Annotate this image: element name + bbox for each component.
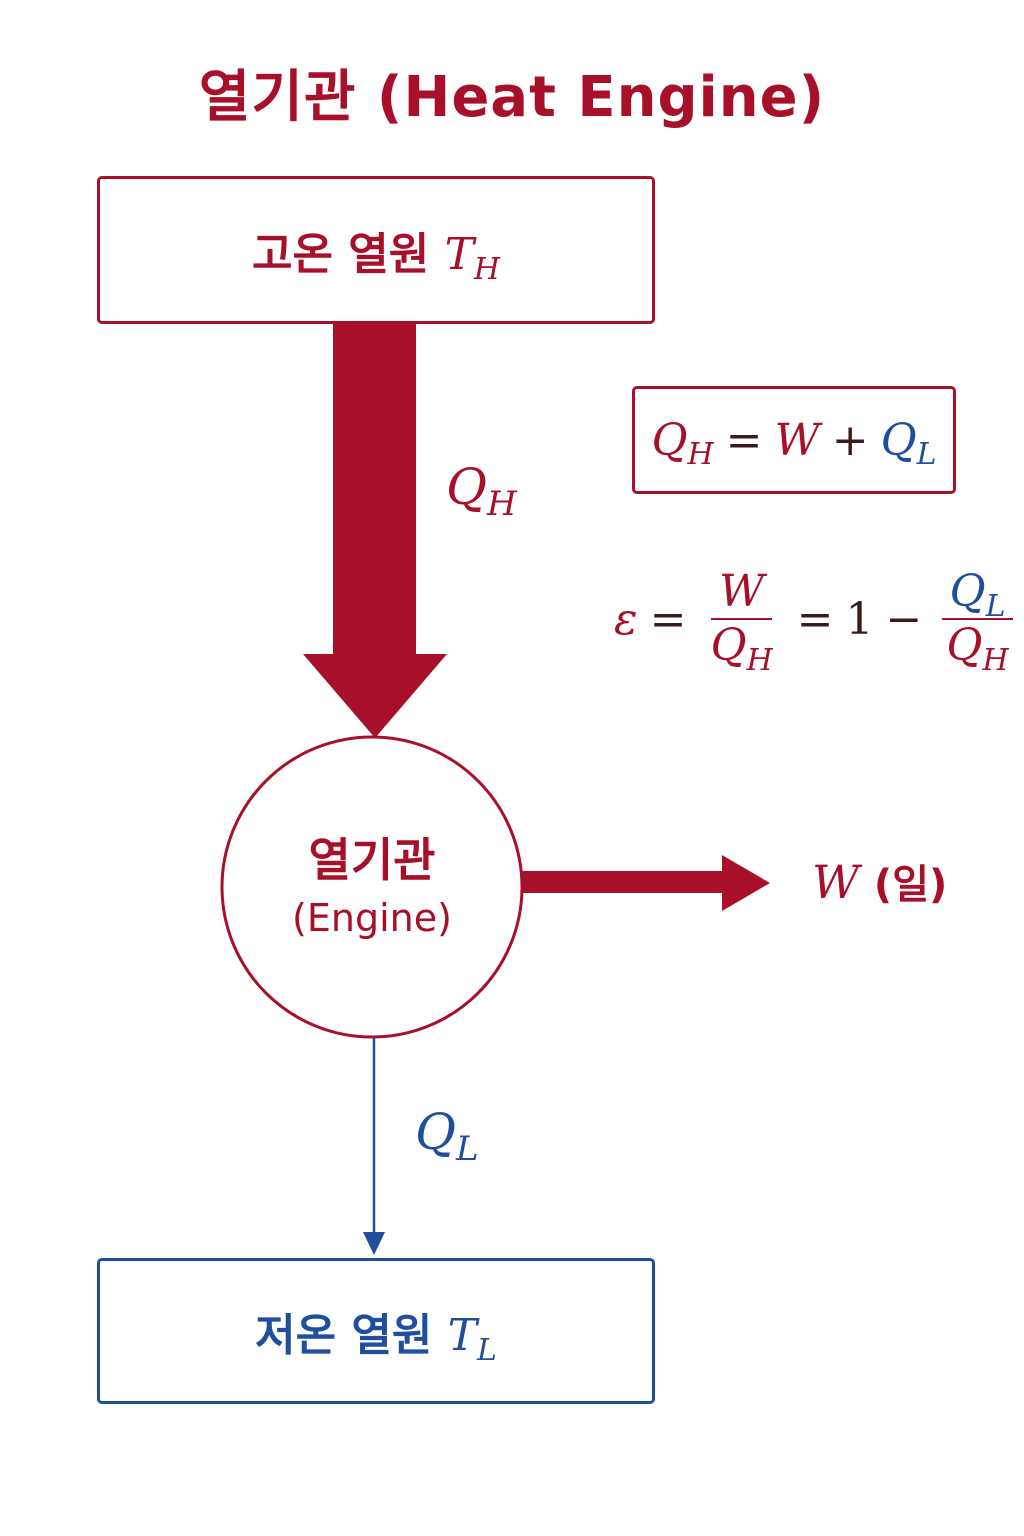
heat-out-arrow	[363, 1037, 385, 1255]
work-label-ko: (일)	[873, 862, 948, 908]
work-label: W (일)	[812, 852, 947, 910]
energy-balance-equation: QH = W + QL	[632, 386, 956, 494]
fraction-2-denominator: QH	[946, 620, 1009, 678]
efficiency-equals-1: =	[649, 593, 687, 645]
hot-reservoir-label: 고온 열원 TH	[251, 218, 501, 287]
eq-lhs-qh: QH	[651, 414, 714, 473]
efficiency-minus: −	[885, 593, 923, 645]
eq-w: W	[774, 414, 820, 466]
hot-reservoir-text: 고온 열원	[251, 229, 430, 280]
efficiency-symbol: ε	[614, 593, 638, 645]
heat-in-label: QH	[446, 458, 517, 524]
work-arrow	[522, 855, 770, 911]
eq-rhs-ql: QL	[880, 414, 937, 473]
fraction-2-numerator: QL	[941, 567, 1014, 623]
heat-out-label: QL	[415, 1103, 479, 1169]
work-symbol: W	[812, 855, 860, 909]
fraction-w-over-qh: W QH	[703, 567, 781, 678]
efficiency-equals-2: =	[796, 593, 834, 645]
fraction-ql-over-qh: QL QH	[938, 567, 1016, 678]
cold-reservoir-box: 저온 열원 TL	[97, 1258, 655, 1404]
fraction-1-numerator: W	[710, 567, 773, 621]
hot-temperature-symbol: TH	[444, 229, 501, 287]
page-title: 열기관 (Heat Engine)	[198, 65, 826, 130]
engine-label-en: (Engine)	[292, 896, 452, 940]
cold-reservoir-text: 저온 열원	[255, 1310, 433, 1361]
efficiency-one: 1	[845, 593, 874, 645]
engine-label-ko: 열기관	[308, 833, 436, 887]
eq-plus: +	[831, 414, 869, 466]
efficiency-equation: ε = W QH = 1 − QL QH	[614, 567, 1021, 678]
cold-reservoir-label: 저온 열원 TL	[255, 1299, 497, 1368]
fraction-1-denominator: QH	[710, 620, 773, 678]
cold-temperature-symbol: TL	[447, 1310, 497, 1368]
heat-in-arrow	[303, 324, 447, 738]
eq-equals: =	[725, 414, 763, 466]
hot-reservoir-box: 고온 열원 TH	[97, 176, 655, 324]
